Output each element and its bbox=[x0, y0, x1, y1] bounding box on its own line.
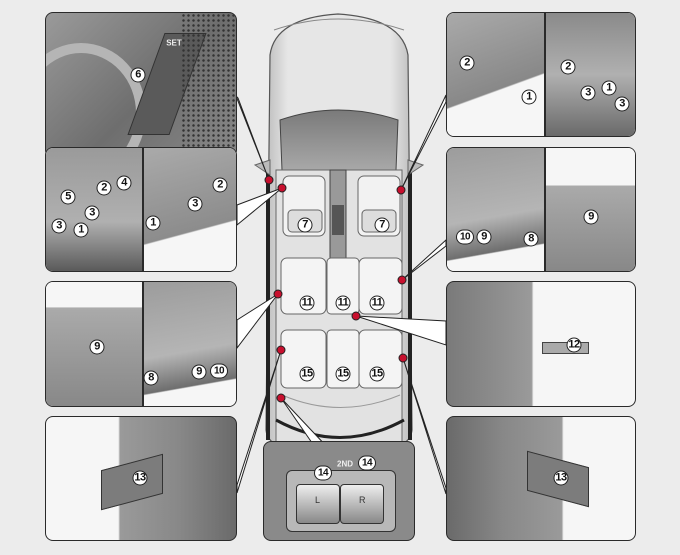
panel-right-strap bbox=[446, 416, 636, 541]
label: 12 bbox=[566, 337, 582, 353]
label: 9 bbox=[583, 209, 599, 225]
label: 10 bbox=[456, 229, 474, 245]
label: 9 bbox=[476, 229, 492, 245]
label-second-row-right: 11 bbox=[369, 295, 385, 311]
label-second-row-center: 11 bbox=[335, 295, 351, 311]
panel-driver-door-memory bbox=[45, 12, 237, 158]
label: 3 bbox=[51, 218, 67, 234]
switch-text-2nd: 2ND bbox=[336, 459, 354, 469]
label: 1 bbox=[145, 215, 161, 231]
label: 2 bbox=[459, 55, 475, 71]
label: 13 bbox=[553, 470, 569, 486]
label: 14 bbox=[358, 455, 376, 471]
label-memory-button: 6 bbox=[130, 67, 146, 83]
label-third-row-left: 15 bbox=[299, 366, 315, 382]
left-seat-fold-button[interactable]: L bbox=[296, 484, 340, 524]
label: 3 bbox=[580, 85, 596, 101]
second-row-seats bbox=[280, 257, 403, 315]
panel-front-seat-side bbox=[446, 147, 636, 272]
front-seats bbox=[282, 175, 401, 237]
label: 3 bbox=[84, 205, 100, 221]
right-icon-letter: R bbox=[359, 495, 366, 505]
panel-second-row-switch: L R bbox=[263, 441, 415, 541]
panel-driver-seat-controls bbox=[45, 147, 237, 272]
label: 3 bbox=[614, 96, 630, 112]
label: 13 bbox=[132, 470, 148, 486]
callout-dots bbox=[264, 175, 408, 403]
label: 5 bbox=[60, 189, 76, 205]
label: 9 bbox=[191, 364, 207, 380]
label: 3 bbox=[187, 196, 203, 212]
label: 2 bbox=[212, 177, 228, 193]
panel-second-row-lever bbox=[446, 281, 636, 407]
label-third-row-center: 15 bbox=[335, 366, 351, 382]
panel-second-row-seat-side bbox=[45, 281, 237, 407]
set-button-text: SET bbox=[166, 38, 182, 48]
label-front-seat-right: 7 bbox=[374, 217, 390, 233]
leader-lines bbox=[235, 94, 447, 495]
car-body bbox=[253, 13, 425, 459]
label: 8 bbox=[143, 370, 159, 386]
label: 1 bbox=[73, 222, 89, 238]
label: 8 bbox=[523, 231, 539, 247]
label: 1 bbox=[601, 80, 617, 96]
label: 2 bbox=[560, 59, 576, 75]
label-front-seat-left: 7 bbox=[297, 217, 313, 233]
label: 2 bbox=[96, 180, 112, 196]
label: 4 bbox=[116, 175, 132, 191]
panel-passenger-seat-controls bbox=[446, 12, 636, 137]
label-third-row-right: 15 bbox=[369, 366, 385, 382]
label: 10 bbox=[210, 363, 228, 379]
label-second-row-left: 11 bbox=[299, 295, 315, 311]
left-icon-letter: L bbox=[315, 495, 321, 505]
label: 9 bbox=[89, 339, 105, 355]
right-seat-fold-button[interactable]: R bbox=[340, 484, 384, 524]
label: 14 bbox=[314, 465, 332, 481]
label: 1 bbox=[521, 89, 537, 105]
